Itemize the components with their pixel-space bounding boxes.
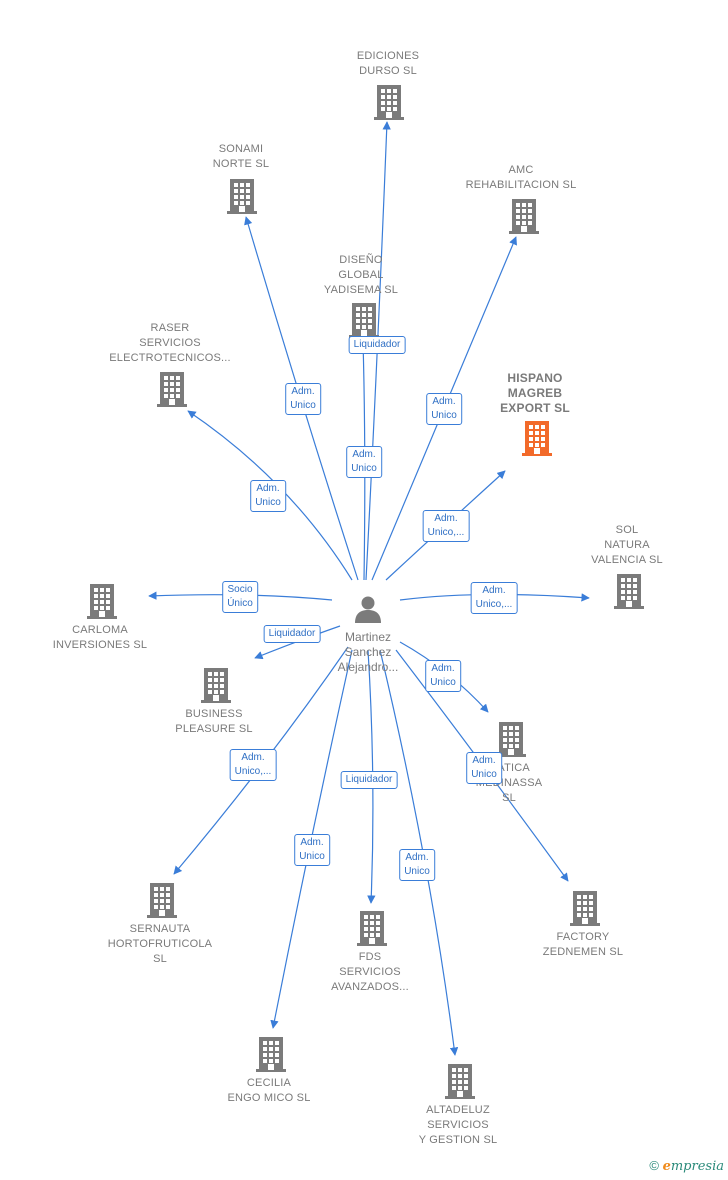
relation-label[interactable]: Adm. Unico: [426, 393, 462, 425]
building-icon: [522, 421, 552, 456]
building-icon: [570, 891, 600, 926]
building-icon: [445, 1064, 475, 1099]
company-name[interactable]: EDICIONES DURSO SL: [356, 50, 420, 77]
relation-label[interactable]: Adm. Unico: [399, 849, 435, 881]
relation-label[interactable]: Adm. Unico: [285, 383, 321, 415]
relation-label[interactable]: Adm. Unico: [425, 660, 461, 692]
relation-label[interactable]: Adm. Unico,...: [422, 510, 470, 542]
company-name[interactable]: CECILIA ENGO MICO SL: [227, 1077, 311, 1104]
building-icon: [374, 85, 404, 120]
company-name[interactable]: RASER SERVICIOS ELECTROTECNICOS...: [109, 322, 231, 364]
building-icon: [496, 722, 526, 757]
building-icon: [87, 584, 117, 619]
brand-footer: © empresia: [649, 1158, 724, 1174]
person-name[interactable]: Martinez Sanchez Alejandro...: [337, 630, 399, 674]
company-name[interactable]: AMC REHABILITACION SL: [465, 164, 577, 191]
relation-label[interactable]: Adm. Unico: [294, 834, 330, 866]
relation-label[interactable]: Adm. Unico: [250, 480, 286, 512]
relation-label[interactable]: Liquidador: [348, 336, 406, 354]
person-icon: [355, 596, 381, 623]
relation-label[interactable]: Adm. Unico: [346, 446, 382, 478]
company-name[interactable]: SONAMI NORTE SL: [212, 143, 270, 170]
company-name[interactable]: FDS SERVICIOS AVANZADOS...: [331, 951, 409, 993]
building-icon: [147, 883, 177, 918]
building-icon: [201, 668, 231, 703]
building-icon: [256, 1037, 286, 1072]
relation-label[interactable]: Socio Único: [222, 581, 258, 613]
brand-logo[interactable]: empresia: [662, 1159, 724, 1174]
building-icon: [614, 574, 644, 609]
relation-label[interactable]: Liquidador: [340, 771, 398, 789]
company-name[interactable]: FACTORY ZEDNEMEN SL: [542, 931, 624, 958]
company-name[interactable]: HISPANO MAGREB EXPORT SL: [500, 371, 570, 415]
company-name[interactable]: SERNAUTA HORTOFRUTICOLA SL: [107, 923, 213, 965]
company-name[interactable]: ALTADELUZ SERVICIOS Y GESTION SL: [418, 1104, 498, 1146]
relation-label[interactable]: Adm. Unico,...: [470, 582, 518, 614]
company-name[interactable]: CARLOMA INVERSIONES SL: [52, 624, 148, 651]
building-icon: [349, 303, 379, 338]
relation-label[interactable]: Adm. Unico,...: [229, 749, 277, 781]
company-name[interactable]: SOL NATURA VALENCIA SL: [591, 524, 663, 566]
company-name[interactable]: DISEÑO GLOBAL YADISEMA SL: [323, 254, 399, 296]
company-name[interactable]: BUSINESS PLEASURE SL: [175, 708, 253, 735]
building-icon: [509, 199, 539, 234]
building-icon: [357, 911, 387, 946]
building-icon: [157, 372, 187, 407]
relation-label[interactable]: Adm. Unico: [466, 752, 502, 784]
copyright-symbol: ©: [649, 1158, 659, 1173]
relation-label[interactable]: Liquidador: [263, 625, 321, 643]
building-icon: [227, 179, 257, 214]
